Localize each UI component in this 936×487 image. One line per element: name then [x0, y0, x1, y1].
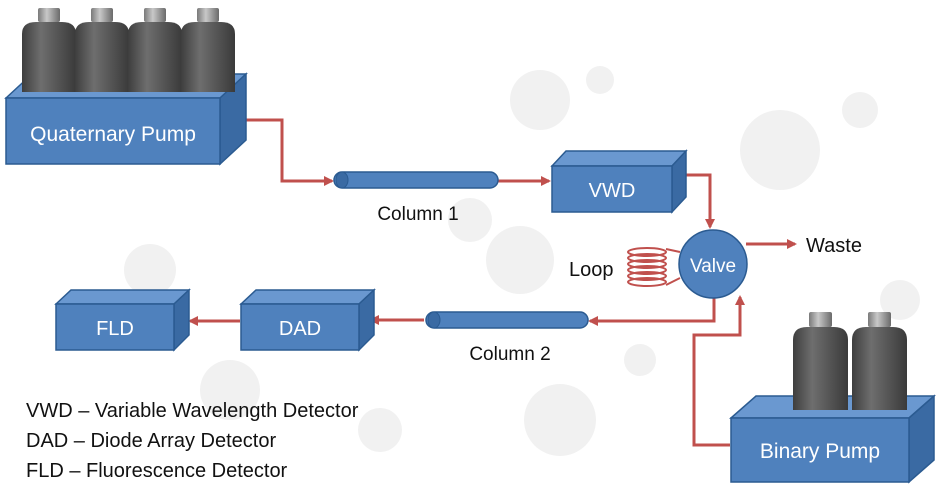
- flow-pump-to-column1: [232, 118, 334, 186]
- dad-box: [239, 288, 376, 352]
- abbreviation-legend: VWD – Variable Wavelength Detector DAD –…: [26, 396, 358, 486]
- vwd-box: [550, 149, 688, 214]
- column2-label: Column 2: [469, 344, 550, 365]
- flow-binary-pump-to-valve: [692, 295, 745, 447]
- loop-label: Loop: [569, 259, 614, 281]
- flow-lines: [188, 118, 797, 447]
- bottle-icon: [793, 312, 848, 410]
- legend-item-fld: FLD – Fluorescence Detector: [26, 460, 288, 482]
- dad-label: DAD: [279, 318, 321, 340]
- solvent-bottles-quaternary: [22, 8, 235, 92]
- flow-valve-to-column2: [588, 298, 716, 326]
- column2-tube: [425, 311, 589, 329]
- legend-item-vwd: VWD – Variable Wavelength Detector: [26, 400, 359, 422]
- binary-pump-label: Binary Pump: [760, 440, 880, 463]
- background-decoration: [124, 66, 920, 456]
- column1-tube: [333, 171, 499, 189]
- bottle-icon: [75, 8, 129, 92]
- loop-coil-icon: [627, 247, 681, 287]
- bottle-icon: [181, 8, 235, 92]
- bottle-icon: [852, 312, 907, 410]
- binary-pump-box: [729, 394, 936, 484]
- valve-label: Valve: [690, 256, 736, 277]
- bottle-icon: [128, 8, 182, 92]
- flow-vwd-to-valve: [684, 173, 715, 229]
- vwd-label: VWD: [589, 180, 636, 202]
- bottle-icon: [22, 8, 76, 92]
- column1-label: Column 1: [377, 204, 458, 225]
- quaternary-pump-label: Quaternary Pump: [30, 123, 196, 146]
- valve-circle: [678, 229, 748, 299]
- fld-box: [54, 288, 191, 352]
- legend-item-dad: DAD – Diode Array Detector: [26, 430, 277, 452]
- solvent-bottles-binary: [793, 312, 907, 410]
- waste-label: Waste: [806, 235, 862, 257]
- fld-label: FLD: [96, 318, 134, 340]
